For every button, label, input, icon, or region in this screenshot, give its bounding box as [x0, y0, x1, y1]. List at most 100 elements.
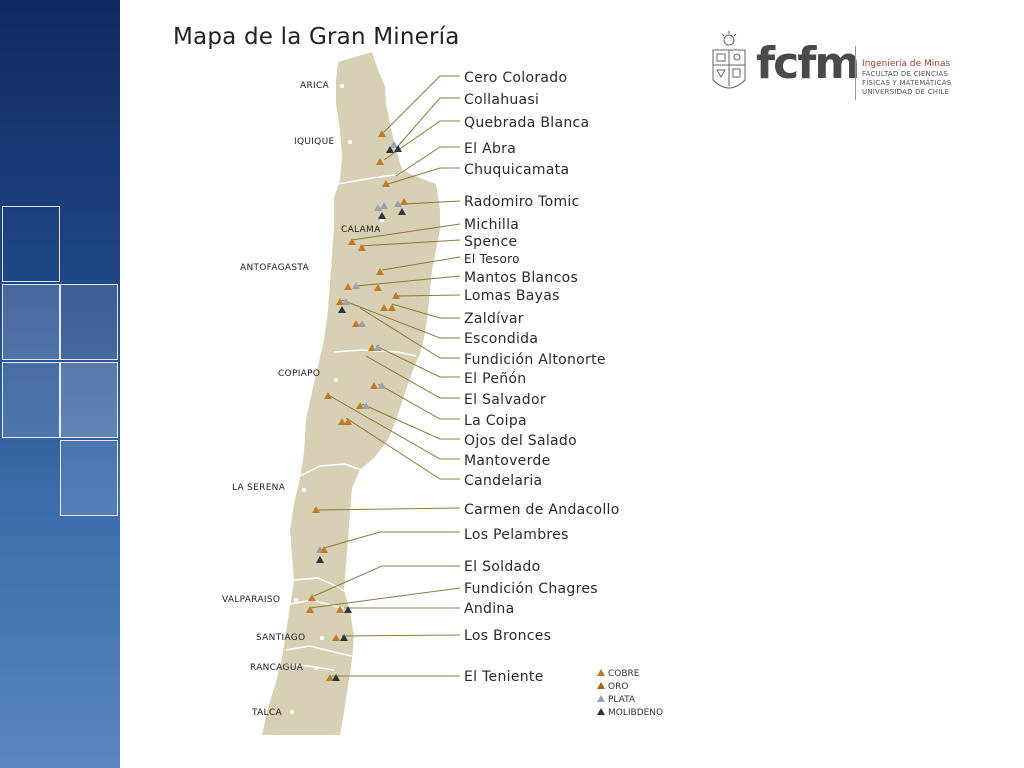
leader-line — [375, 345, 460, 378]
city-label: RANCAGUA — [250, 663, 304, 673]
land-area — [262, 52, 440, 735]
copper-triangle-icon — [370, 382, 378, 389]
city-antofagasta: ANTOFAGASTA — [240, 263, 332, 273]
mine-label-cero-colorado: Cero Colorado — [464, 70, 567, 86]
mine-labels: Cero Colorado Collahuasi Quebrada Blanca… — [464, 70, 620, 685]
copper-triangle-icon — [376, 158, 384, 165]
city-label: LA SERENA — [232, 483, 286, 493]
copper-triangle-icon — [320, 546, 328, 553]
leader-line — [341, 299, 460, 339]
silver-triangle-icon — [380, 202, 388, 209]
mine-label-el-tesoro: El Tesoro — [464, 252, 520, 266]
mine-label-los-pelambres: Los Pelambres — [464, 527, 569, 543]
legend-item-molibdeno: MOLIBDENO — [597, 708, 663, 718]
leader-line — [381, 256, 461, 271]
silver-triangle-icon — [374, 344, 382, 351]
logo-line: FACULTAD DE CIENCIAS — [862, 70, 948, 78]
region-border — [289, 599, 351, 611]
copper-triangle-icon — [382, 180, 390, 187]
legend-label: COBRE — [608, 669, 640, 679]
decor-square — [60, 440, 118, 516]
copper-triangle-icon — [348, 238, 356, 245]
leader-line — [383, 75, 460, 133]
legend-item-oro: ORO — [597, 682, 628, 692]
sidebar-decoration — [0, 0, 120, 768]
city-dot-icon — [328, 264, 332, 268]
city-label: IQUIQUE — [294, 137, 334, 147]
silver-triangle-icon — [378, 382, 386, 389]
copper-triangle-icon — [336, 606, 344, 613]
mine-label-mantoverde: Mantoverde — [464, 453, 551, 469]
decor-square — [60, 284, 118, 360]
mine-label-el-abra: El Abra — [464, 141, 516, 157]
silver-triangle-icon — [390, 141, 398, 148]
legend-label: ORO — [608, 682, 628, 692]
decor-square — [2, 362, 60, 438]
chile-land-shape — [262, 52, 440, 735]
copper-triangle-icon — [374, 284, 382, 291]
logo-divider — [855, 46, 856, 100]
molybdenum-triangle-icon — [597, 708, 605, 715]
city-dot-icon — [294, 598, 298, 602]
mine-label-los-bronces: Los Bronces — [464, 628, 551, 644]
city-copiapo: COPIAPO — [278, 369, 338, 382]
legend-item-cobre: COBRE — [597, 669, 640, 679]
molybdenum-triangle-icon — [332, 674, 340, 681]
leader-line — [341, 634, 461, 637]
city-dot-icon — [320, 636, 324, 640]
decor-square — [2, 206, 60, 282]
city-rancagua: RANCAGUA — [250, 663, 318, 673]
copper-triangle-icon — [597, 669, 605, 676]
city-valparaiso: VALPARAISO — [222, 595, 298, 605]
mine-label-spence: Spence — [464, 234, 517, 250]
copper-triangle-icon — [356, 402, 364, 409]
city-santiago: SANTIAGO — [256, 633, 324, 643]
city-layer: ARICA IQUIQUE CALAMA ANTOFAGASTA COPIAPO… — [222, 81, 384, 718]
mine-label-michilla: Michilla — [464, 217, 519, 233]
mine-label-zaldivar: Zaldívar — [464, 311, 524, 327]
mine-label-el-penon: El Peñón — [464, 371, 526, 387]
leader-line — [361, 403, 460, 440]
university-seal-icon — [712, 31, 746, 89]
city-label: ARICA — [300, 81, 330, 91]
leader-lines — [309, 75, 461, 677]
copper-triangle-icon — [338, 418, 346, 425]
mine-label-fundicion-chagres: Fundición Chagres — [464, 581, 598, 597]
leader-line — [387, 167, 460, 185]
city-dot-icon — [290, 710, 294, 714]
mine-label-lomas-bayas: Lomas Bayas — [464, 288, 560, 304]
map-legend: COBRE ORO PLATA MOLIBDENO — [597, 669, 663, 718]
leader-line — [313, 565, 460, 597]
city-label: ANTOFAGASTA — [240, 263, 309, 273]
mine-label-escondida: Escondida — [464, 331, 538, 347]
leader-line — [345, 417, 460, 480]
copper-triangle-icon — [306, 606, 314, 613]
region-border — [293, 577, 347, 593]
silver-triangle-icon — [374, 204, 382, 211]
mine-label-quebrada-blanca: Quebrada Blanca — [464, 115, 589, 131]
mine-label-la-coipa: La Coipa — [464, 413, 527, 429]
molybdenum-triangle-icon — [344, 606, 352, 613]
copper-triangle-icon — [358, 244, 366, 251]
molybdenum-triangle-icon — [340, 634, 348, 641]
city-dot-icon — [334, 378, 338, 382]
mine-label-mantos-blancos: Mantos Blancos — [464, 270, 578, 286]
copper-triangle-icon — [344, 418, 352, 425]
leader-line — [391, 303, 460, 319]
copper-triangle-icon — [378, 130, 386, 137]
leader-line — [315, 507, 461, 511]
mine-label-carmen-de-andacollo: Carmen de Andacollo — [464, 502, 620, 518]
logo-brand: fcfm — [756, 38, 860, 89]
copper-triangle-icon — [380, 304, 388, 311]
copper-triangle-icon — [352, 320, 360, 327]
copper-triangle-icon — [324, 392, 332, 399]
leader-line — [359, 239, 461, 247]
mine-markers — [306, 130, 408, 681]
city-label: TALCA — [251, 708, 282, 718]
gold-triangle-icon — [597, 682, 605, 689]
leader-line — [351, 223, 461, 241]
leader-line — [323, 531, 460, 549]
logo-line: FÍSICAS Y MATEMÁTICAS — [862, 79, 952, 87]
silver-triangle-icon — [394, 200, 402, 207]
